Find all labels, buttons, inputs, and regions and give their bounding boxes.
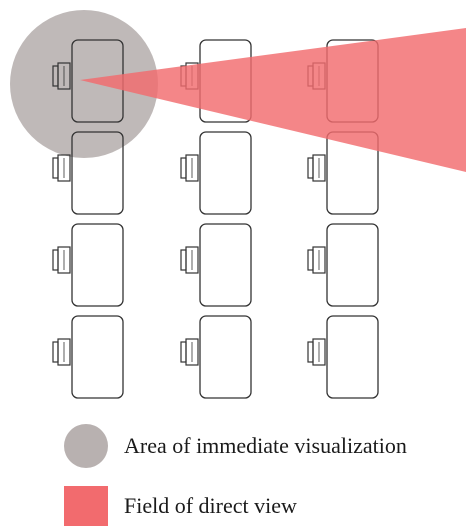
desk-unit [52,315,124,399]
direct-view-cone [80,28,466,172]
chair-back [307,341,314,363]
desk-table [326,315,379,399]
chair-back [52,65,59,87]
chair-back [180,249,187,271]
desk-unit [180,131,252,215]
desk-table [199,131,252,215]
chair-back [180,341,187,363]
legend-immediate-label: Area of immediate visualization [124,433,407,458]
desk-unit [307,315,379,399]
desk-unit [307,223,379,307]
desk-table [71,131,124,215]
desk-unit [180,223,252,307]
desk-unit [180,315,252,399]
immediate-area-swatch [64,424,108,468]
desk-table [199,315,252,399]
desk-table [199,223,252,307]
legend-direct-label: Field of direct view [124,493,297,518]
direct-view-swatch [64,486,108,526]
desk-unit [52,131,124,215]
desk-table [71,315,124,399]
chair-back [307,249,314,271]
chair-back [52,249,59,271]
chair-back [307,157,314,179]
chair-back [52,157,59,179]
legend-direct: Field of direct view [64,486,297,526]
desk-table [326,223,379,307]
desk-unit [52,223,124,307]
chair-back [180,157,187,179]
desk-table [71,223,124,307]
chair-back [52,341,59,363]
legend-immediate: Area of immediate visualization [64,424,407,468]
